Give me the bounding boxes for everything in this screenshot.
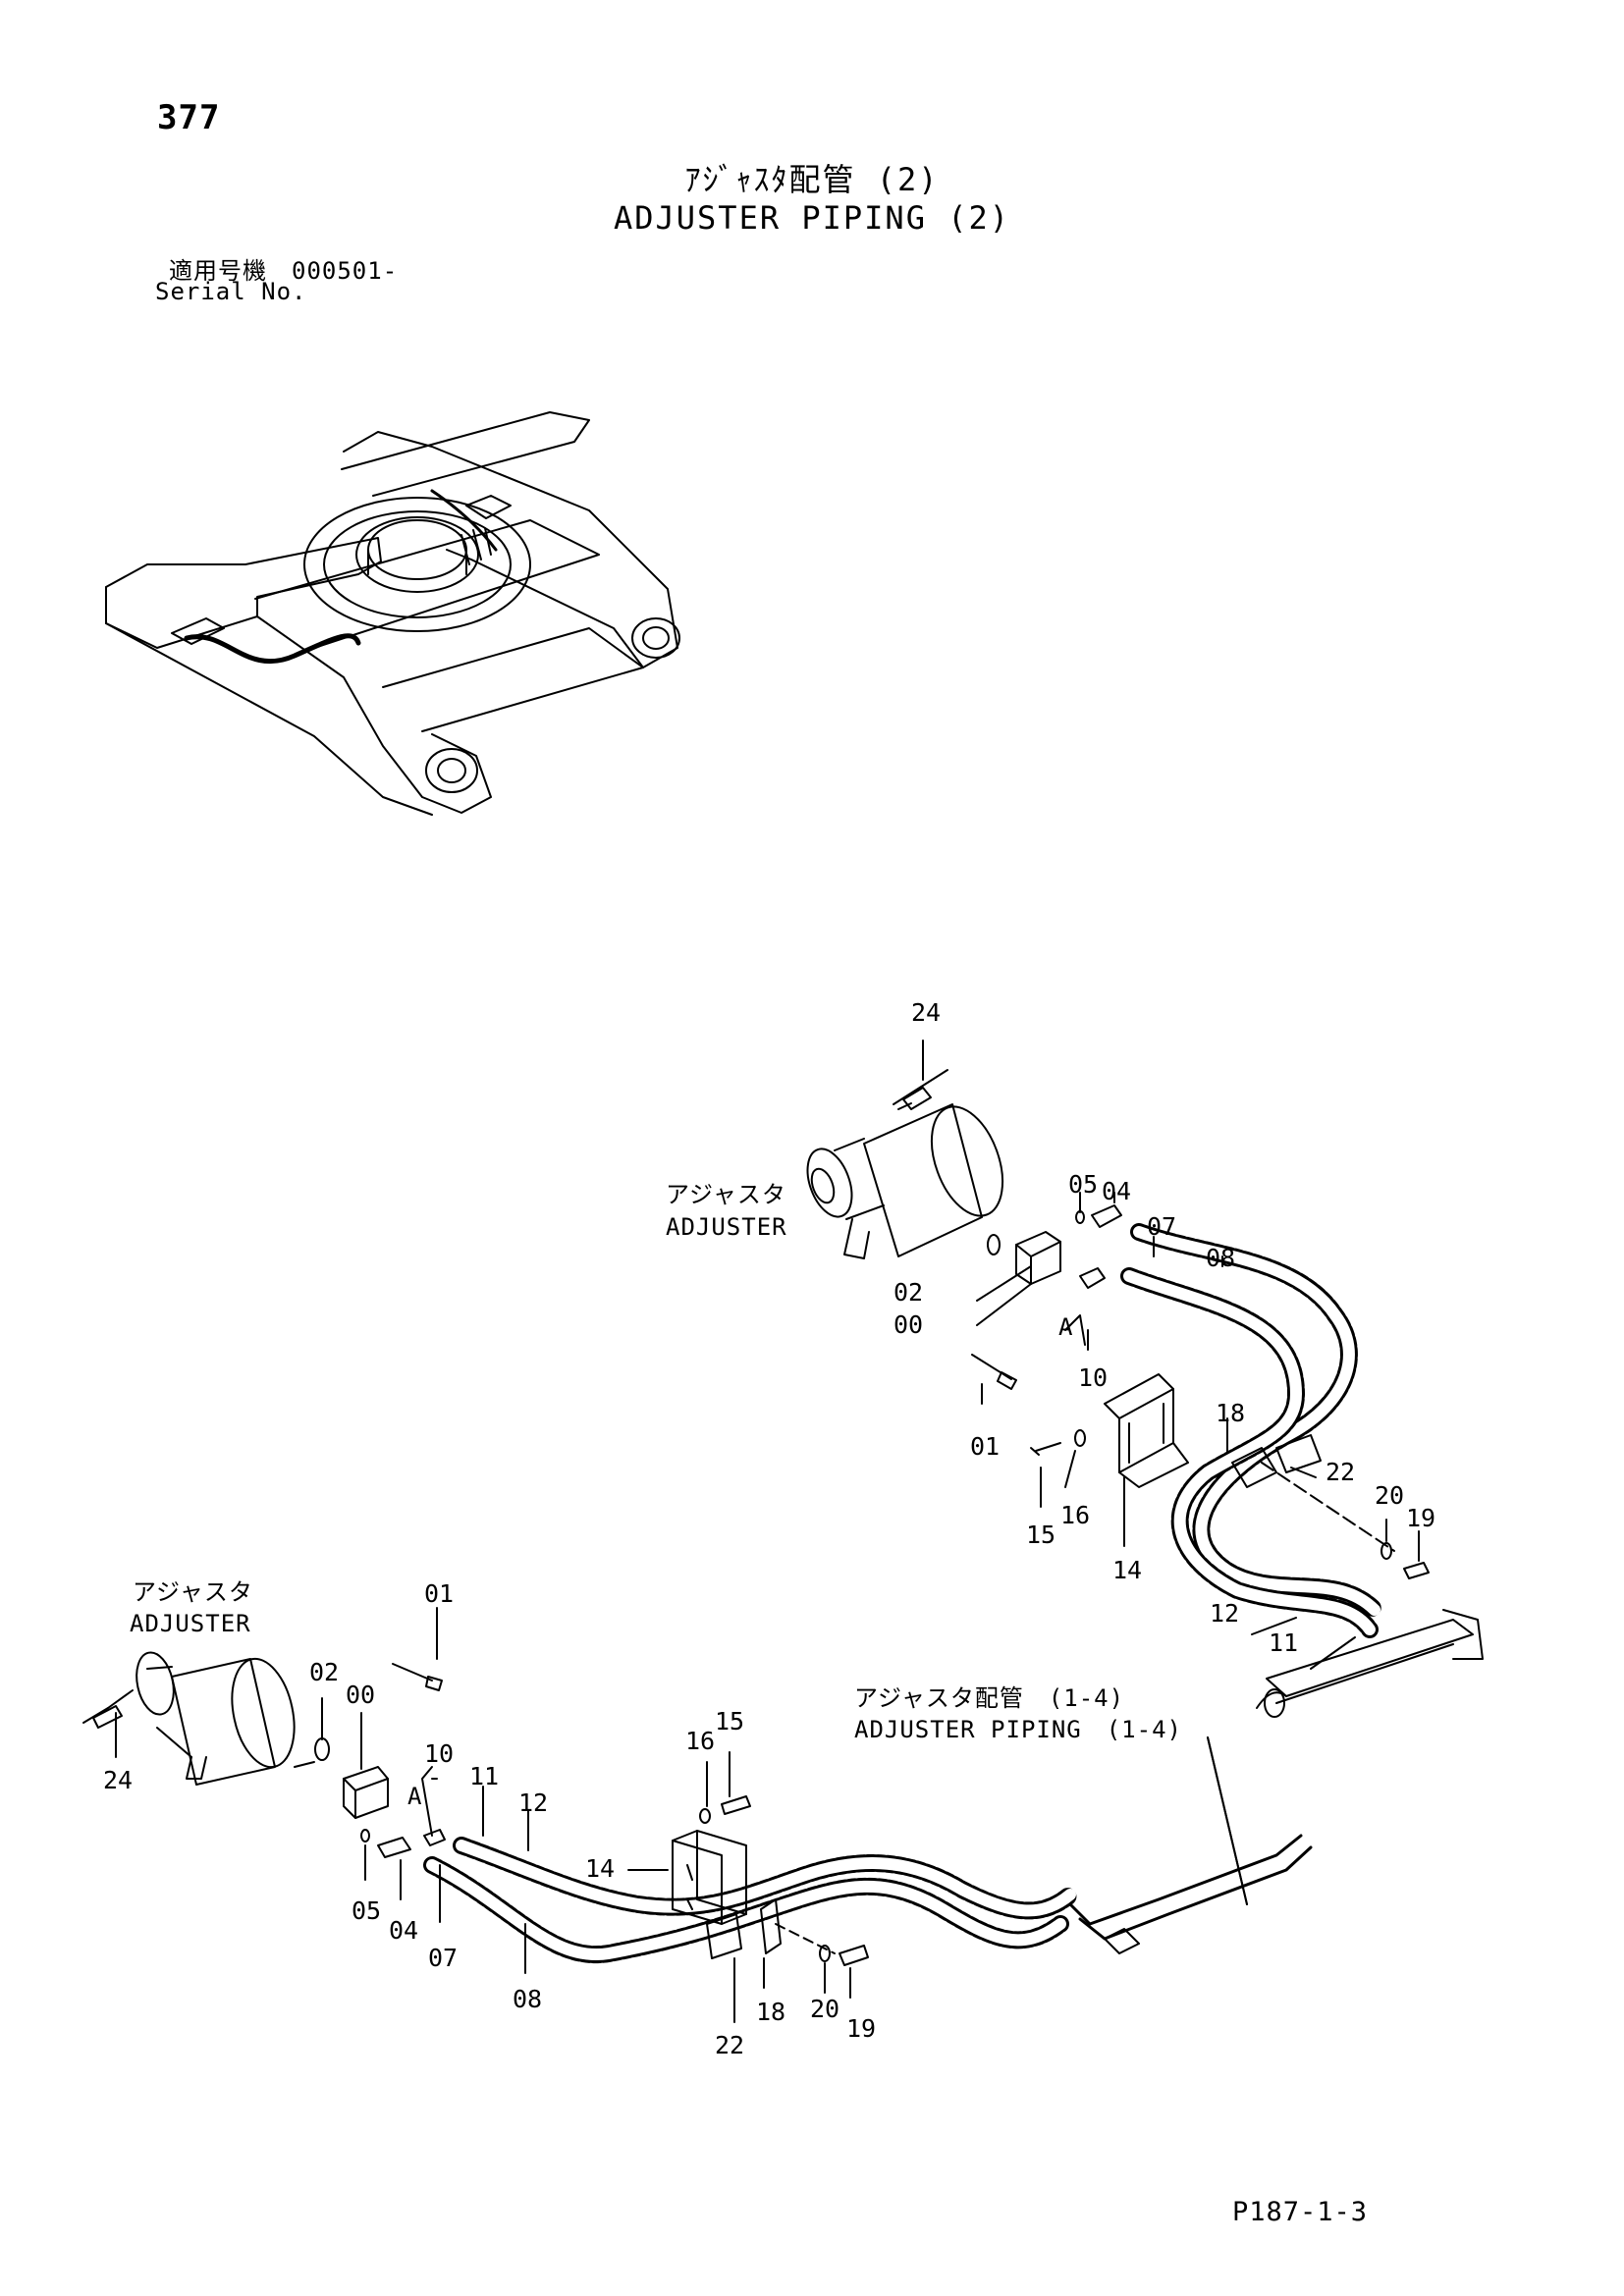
part-callout-07: 07 xyxy=(1147,1212,1176,1241)
lower-adjuster-label-english: ADJUSTER xyxy=(130,1610,251,1637)
part-callout-24: 24 xyxy=(103,1766,133,1794)
undercarriage-frame-overview xyxy=(105,411,680,816)
part-callout-16: 16 xyxy=(685,1727,715,1755)
page-number: 377 xyxy=(157,98,221,137)
upper-adjuster-assembly xyxy=(806,1040,1430,1670)
lower-view-a-label: A xyxy=(407,1783,422,1810)
part-callout-19: 19 xyxy=(846,2014,876,2043)
part-callout-12: 12 xyxy=(1210,1599,1239,1628)
page-reference-code: P187-1-3 xyxy=(1232,2197,1369,2227)
adjuster-piping-reference-english: ADJUSTER PIPING (1-4) xyxy=(854,1716,1182,1743)
serial-number-label-japanese: 適用号機 000501- xyxy=(169,257,399,285)
upper-adjuster-label-english: ADJUSTER xyxy=(666,1213,787,1241)
part-callout-15: 15 xyxy=(715,1707,744,1735)
part-callout-11: 11 xyxy=(1269,1629,1298,1657)
part-callout-00: 00 xyxy=(346,1681,375,1709)
page-title-english: ADJUSTER PIPING (2) xyxy=(613,199,1011,237)
part-callout-14: 14 xyxy=(1112,1556,1142,1584)
part-callout-05: 05 xyxy=(1068,1170,1098,1199)
part-callout-19: 19 xyxy=(1406,1504,1435,1532)
part-callout-01: 01 xyxy=(970,1432,1000,1461)
part-callout-02: 02 xyxy=(893,1278,923,1307)
upper-view-a-label: A xyxy=(1058,1313,1073,1341)
part-callout-18: 18 xyxy=(756,1998,785,2026)
serial-number-label-english: Serial No. xyxy=(155,278,307,305)
part-callout-04: 04 xyxy=(389,1916,418,1945)
part-callout-16: 16 xyxy=(1060,1501,1090,1529)
part-callout-18: 18 xyxy=(1216,1399,1245,1427)
lower-adjuster-assembly xyxy=(82,1607,1484,2023)
page-title-japanese: ｱｼﾞｬｽﾀ配管 (2) xyxy=(684,161,940,198)
adjuster-piping-reference-japanese: アジャスタ配管 (1-4) xyxy=(854,1684,1124,1712)
lower-adjuster-label-japanese: アジャスタ xyxy=(133,1578,253,1606)
part-callout-10: 10 xyxy=(424,1739,454,1768)
part-callout-04: 04 xyxy=(1102,1177,1131,1205)
upper-adjuster-label-japanese: アジャスタ xyxy=(666,1181,786,1208)
part-callout-00: 00 xyxy=(893,1310,923,1339)
part-callout-12: 12 xyxy=(518,1789,548,1817)
part-callout-24: 24 xyxy=(911,998,941,1027)
part-callout-07: 07 xyxy=(428,1944,458,1972)
part-callout-08: 08 xyxy=(1206,1244,1235,1272)
part-callout-08: 08 xyxy=(513,1985,542,2013)
part-callout-02: 02 xyxy=(309,1658,339,1686)
part-callout-05: 05 xyxy=(352,1896,381,1925)
part-callout-22: 22 xyxy=(1326,1458,1355,1486)
part-callout-01: 01 xyxy=(424,1579,454,1608)
part-callout-15: 15 xyxy=(1026,1521,1056,1549)
part-callout-14: 14 xyxy=(585,1854,615,1883)
part-callout-22: 22 xyxy=(715,2031,744,2059)
part-callout-20: 20 xyxy=(1375,1481,1404,1510)
upper-assembly-callouts: アジャスタ ADJUSTER A 24 05 04 07 08 02 00 10… xyxy=(666,998,1435,1657)
lower-assembly-callouts: アジャスタ ADJUSTER A アジャスタ配管 (1-4) ADJUSTER … xyxy=(103,1578,1182,2059)
part-callout-11: 11 xyxy=(469,1762,499,1790)
part-callout-10: 10 xyxy=(1078,1363,1108,1392)
part-callout-20: 20 xyxy=(810,1995,839,2023)
